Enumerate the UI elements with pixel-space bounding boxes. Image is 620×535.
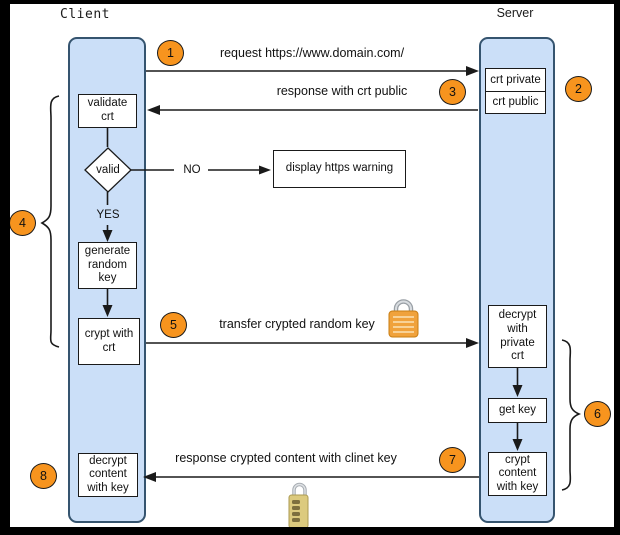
node-display-https-warning: display https warning	[273, 150, 406, 188]
arrowheads	[102, 66, 523, 482]
decision-valid-label: valid	[96, 164, 120, 176]
node-decrypt-with-private-crt: decrypt with private crt	[488, 305, 547, 368]
brace-right	[561, 339, 582, 491]
frame-border-bottom	[0, 527, 620, 535]
node-crypt-content-with-key: crypt content with key	[488, 452, 547, 496]
message-label-transfer-key: transfer crypted random key	[219, 317, 375, 331]
label-yes: YES	[96, 209, 120, 221]
node-generate-random-key: generate random key	[78, 242, 137, 289]
frame-border-right	[614, 0, 620, 535]
combination-lock-icon	[288, 482, 309, 529]
message-label-response-public: response with crt public	[276, 84, 408, 98]
frame-border-left	[0, 0, 10, 535]
node-crt-public: crt public	[492, 96, 539, 109]
padlock-icon	[388, 299, 419, 338]
step-badge-7: 7	[439, 447, 466, 473]
decision-diamond	[84, 147, 132, 193]
label-no: NO	[183, 164, 201, 176]
step-badge-4: 4	[9, 210, 36, 236]
step-badge-1: 1	[157, 40, 184, 66]
node-decrypt-content-with-key: decrypt content with key	[78, 453, 138, 497]
server-actor-label: Server	[496, 6, 534, 20]
message-label-request: request https://www.domain.com/	[219, 46, 405, 60]
step-badge-2: 2	[565, 76, 592, 102]
step-badge-3: 3	[439, 79, 466, 105]
step-badge-5: 5	[160, 312, 187, 338]
node-crypt-with-crt: crypt with crt	[78, 318, 140, 365]
node-certificate-stack: crt private crt public	[485, 68, 546, 114]
node-validate-crt: validate crt	[78, 94, 137, 128]
brace-left	[40, 95, 60, 348]
node-crt-private: crt private	[486, 69, 545, 92]
node-get-key: get key	[488, 398, 547, 423]
step-badge-8: 8	[30, 463, 57, 489]
message-label-response-content: response crypted content with clinet key	[175, 451, 397, 465]
step-badge-6: 6	[584, 401, 611, 427]
frame-border-top	[0, 0, 620, 4]
client-actor-label: Client	[60, 7, 110, 22]
